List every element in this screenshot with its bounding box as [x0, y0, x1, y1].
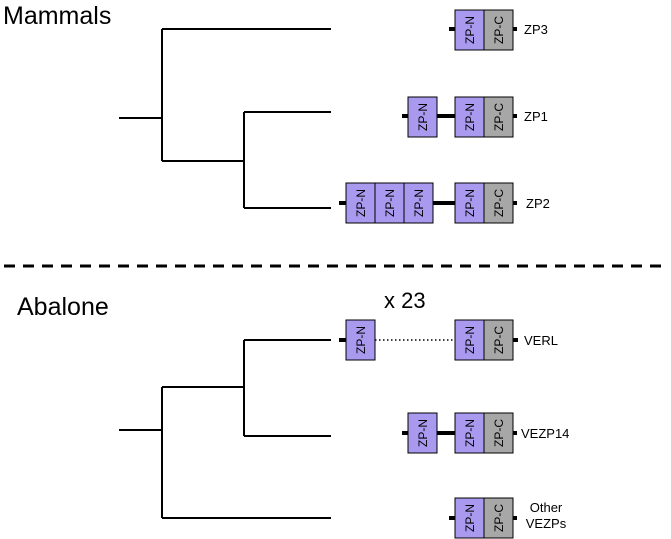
zp-n-label: ZP-N: [416, 419, 430, 447]
zp-n-domain: [403, 182, 434, 224]
zp-c-label: ZP-C: [492, 103, 506, 131]
zp-n-label: ZP-N: [416, 103, 430, 131]
zp-n-domain: [454, 412, 485, 454]
protein-label: ZP1: [524, 109, 548, 124]
zp-c-label: ZP-C: [492, 189, 506, 217]
zp-n-label: ZP-N: [463, 504, 477, 532]
zp-n-domain: [454, 9, 485, 51]
abalone-tree: [119, 339, 331, 519]
protein-label-line1: Other: [530, 500, 563, 515]
zp-n-label: ZP-N: [354, 326, 368, 354]
zp-n-domain: [454, 319, 485, 361]
mammals-title: Mammals: [3, 2, 111, 30]
protein-zp3: ZP-N ZP-C ZP3: [449, 9, 548, 51]
protein-label: VEZP14: [521, 426, 569, 441]
zp-c-domain: [483, 96, 514, 138]
zp-n-domain: [407, 412, 438, 454]
zp-c-domain: [483, 497, 514, 539]
zp-c-domain: [483, 412, 514, 454]
protein-label: VERL: [524, 333, 558, 348]
zp-n-label: ZP-N: [412, 189, 426, 217]
zp-n-label: ZP-N: [354, 189, 368, 217]
zp-c-domain: [483, 319, 514, 361]
protein-zp1: ZP-N ZP-N ZP-C ZP1: [402, 96, 548, 138]
protein-zp2: ZP-N ZP-N ZP-N ZP-N ZP-C ZP2: [339, 182, 550, 224]
zp-c-domain: [483, 182, 514, 224]
abalone-title: Abalone: [17, 293, 109, 321]
zp-n-label: ZP-N: [463, 189, 477, 217]
zp-n-domain: [454, 96, 485, 138]
zp-n-domain: [454, 182, 485, 224]
zp-n-domain: [454, 497, 485, 539]
zp-n-label: ZP-N: [383, 189, 397, 217]
zp-n-domain: [374, 182, 405, 224]
mammals-tree: [119, 28, 331, 209]
protein-label: ZP3: [524, 22, 548, 37]
protein-verl: ZP-N ZP-N ZP-C VERL: [339, 319, 558, 361]
zp-n-label: ZP-N: [463, 326, 477, 354]
zp-c-label: ZP-C: [492, 16, 506, 44]
zp-c-domain: [483, 9, 514, 51]
zp-c-label: ZP-C: [492, 504, 506, 532]
repeat-multiplier: x 23: [384, 288, 426, 313]
zp-n-label: ZP-N: [463, 419, 477, 447]
protein-vezp14: ZP-N ZP-N ZP-C VEZP14: [402, 412, 569, 454]
zp-n-domain: [345, 319, 376, 361]
zp-n-domain: [407, 96, 438, 138]
zp-c-label: ZP-C: [492, 419, 506, 447]
protein-label-line2: VEZPs: [526, 516, 567, 531]
zp-c-label: ZP-C: [492, 326, 506, 354]
protein-other-vezps: ZP-N ZP-C Other VEZPs: [449, 497, 567, 539]
zp-n-label: ZP-N: [463, 103, 477, 131]
zp-n-label: ZP-N: [463, 16, 477, 44]
protein-label: ZP2: [526, 196, 550, 211]
